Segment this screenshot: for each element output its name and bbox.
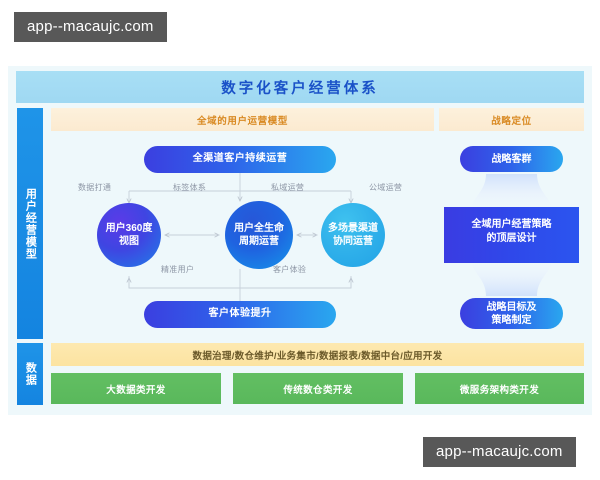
diagram-canvas: 数字化客户经营体系 用户经营模型 数据 全域的用户运营模型 战略定位: [8, 66, 592, 415]
watermark-top: app--macaujc.com: [14, 12, 167, 42]
node-top-level-design-shape[interactable]: 全域用户经营策略 的顶层设计: [439, 174, 584, 296]
banner-strategic-positioning: 战略定位: [439, 108, 584, 131]
connector-label-tag-system: 标签体系: [173, 183, 207, 192]
data-box-bigdata-development[interactable]: 大数据类开发: [51, 373, 221, 404]
data-capabilities-banner: 数据治理/数仓维护/业务集市/数据报表/数据中台/应用开发: [51, 343, 584, 366]
node-strategic-goals-and-policy[interactable]: 战略目标及 策略制定: [460, 298, 563, 329]
node-user-lifecycle-operation[interactable]: 用户全生命 周期运营: [225, 201, 293, 269]
node-strategic-customer-group[interactable]: 战略客群: [460, 146, 563, 172]
connector-label-private-domain: 私域运营: [271, 183, 305, 192]
sidebar-rail-user-operation-model: 用户经营模型: [17, 108, 43, 339]
diagram-header-band: 数字化客户经营体系: [16, 71, 584, 103]
user-operation-model-area: 全渠道客户持续运营 用户360度 视图 用户全生命 周期运营 多场景渠道 协同运…: [51, 136, 434, 336]
connector-lines: [51, 173, 434, 301]
connector-label-precise-user: 精准用户: [161, 265, 195, 274]
watermark-bottom: app--macaujc.com: [423, 437, 576, 467]
data-box-microservice-architecture-development[interactable]: 微服务架构类开发: [415, 373, 584, 404]
node-multi-scenario-channel-collaboration[interactable]: 多场景渠道 协同运营: [321, 203, 385, 267]
node-user-360-view[interactable]: 用户360度 视图: [97, 203, 161, 267]
node-customer-experience-improvement[interactable]: 客户体验提升: [144, 301, 336, 328]
data-layer-area: 数据治理/数仓维护/业务集市/数据报表/数据中台/应用开发 大数据类开发 传统数…: [51, 343, 584, 405]
data-box-traditional-warehouse-development[interactable]: 传统数仓类开发: [233, 373, 403, 404]
connector-label-data-integration: 数据打通: [78, 183, 112, 192]
connector-label-customer-experience: 客户体验: [273, 265, 307, 274]
strategic-positioning-area: 战略客群: [439, 136, 584, 336]
node-strategic-goals-and-policy-label: 战略目标及 策略制定: [486, 301, 537, 326]
page-title: 数字化客户经营体系: [221, 80, 379, 97]
sidebar-rail-data: 数据: [17, 343, 43, 405]
node-user-lifecycle-operation-label: 用户全生命 周期运营: [234, 223, 284, 247]
connector-label-public-domain: 公域运营: [369, 183, 403, 192]
node-user-360-view-label: 用户360度 视图: [105, 223, 153, 247]
node-multi-scenario-channel-collaboration-label: 多场景渠道 协同运营: [328, 223, 378, 247]
banner-global-user-operation-model: 全域的用户运营模型: [51, 108, 434, 131]
node-omnichannel-continuous-operation[interactable]: 全渠道客户持续运营: [144, 146, 336, 173]
top-level-design-cross-shape: [444, 174, 579, 296]
